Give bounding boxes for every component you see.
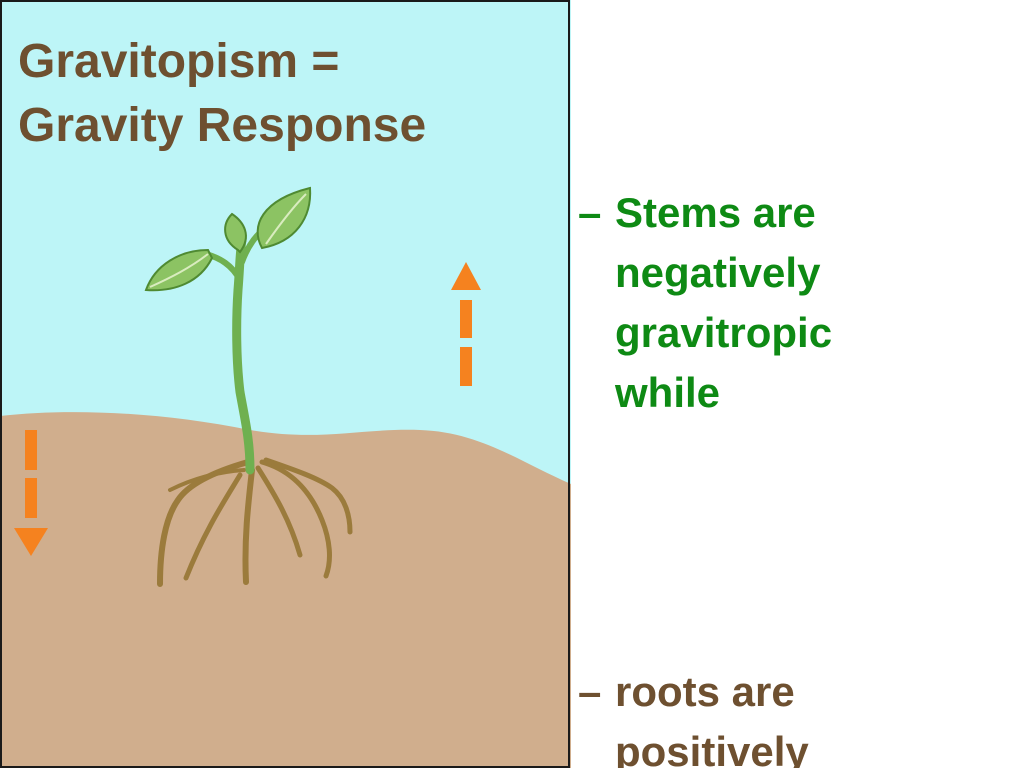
bullet-line: positively xyxy=(615,728,809,768)
gravitropism-illustration xyxy=(0,0,571,768)
panel-border xyxy=(0,0,570,768)
bullet-roots: – roots are positively xyxy=(578,662,809,768)
bullet-line: gravitropic xyxy=(615,309,833,356)
bullet-dash: – xyxy=(578,668,602,715)
bullet-stems-text: Stems are negatively gravitropic while xyxy=(615,183,832,423)
roots xyxy=(157,457,353,587)
soil-ground xyxy=(0,412,571,768)
plant-seedling-icon xyxy=(144,186,353,587)
bullet-line: negatively xyxy=(615,249,821,296)
slide-title: Gravitopism = Gravity Response xyxy=(18,30,426,158)
title-line-2: Gravity Response xyxy=(18,99,427,152)
bullet-dash: – xyxy=(578,189,602,236)
bullet-line: while xyxy=(615,369,721,416)
leaf-center xyxy=(224,212,247,254)
arrow-up-icon xyxy=(451,262,481,386)
bullet-roots-text: roots are positively xyxy=(615,662,809,768)
bullet-line: roots are xyxy=(615,668,795,715)
bullet-line: Stems are xyxy=(615,189,816,236)
title-line-1: Gravitopism = xyxy=(18,35,340,88)
arrow-down-icon xyxy=(14,430,48,556)
bullet-stems: – Stems are negatively gravitropic while xyxy=(578,183,832,423)
